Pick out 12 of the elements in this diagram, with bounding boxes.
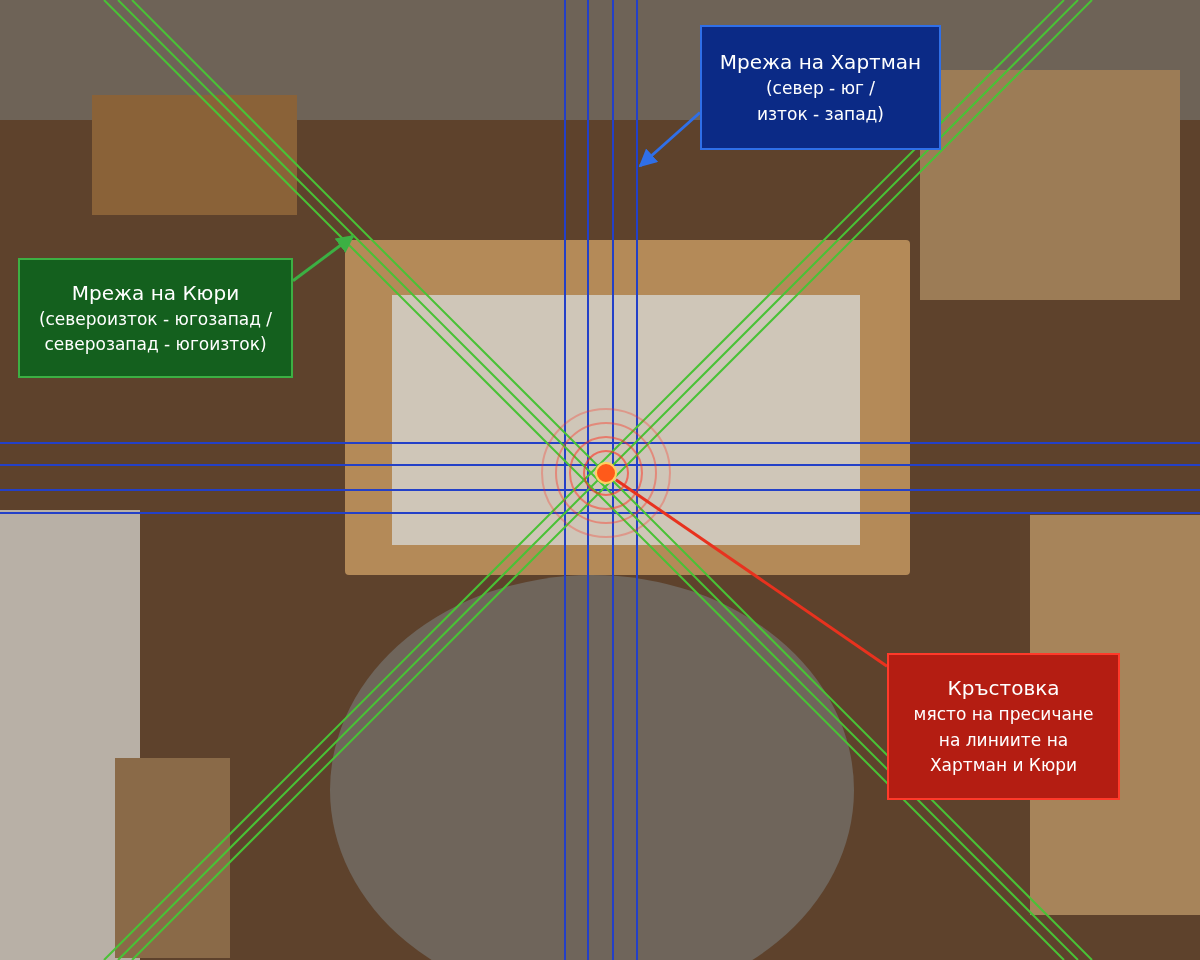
curie-grid-label — [18, 258, 293, 378]
label-heading: Мрежа на Хартман — [719, 49, 922, 76]
label-description: място на пресичане на линиите на Хартман и Кюри — [912, 703, 1095, 778]
leader-line — [615, 478, 888, 668]
label-description: (север - юг / изток - запад) — [756, 77, 885, 126]
label-heading: Кръстовка — [947, 675, 1060, 703]
intersection-label — [887, 653, 1120, 800]
label-description: (североизток - югозапад / северозапад - югоизток) — [37, 307, 274, 356]
arrow — [292, 234, 355, 282]
label-heading: Мрежа на Кюри — [71, 279, 240, 307]
hartmann-grid-label — [700, 25, 941, 150]
arrow — [638, 111, 701, 168]
